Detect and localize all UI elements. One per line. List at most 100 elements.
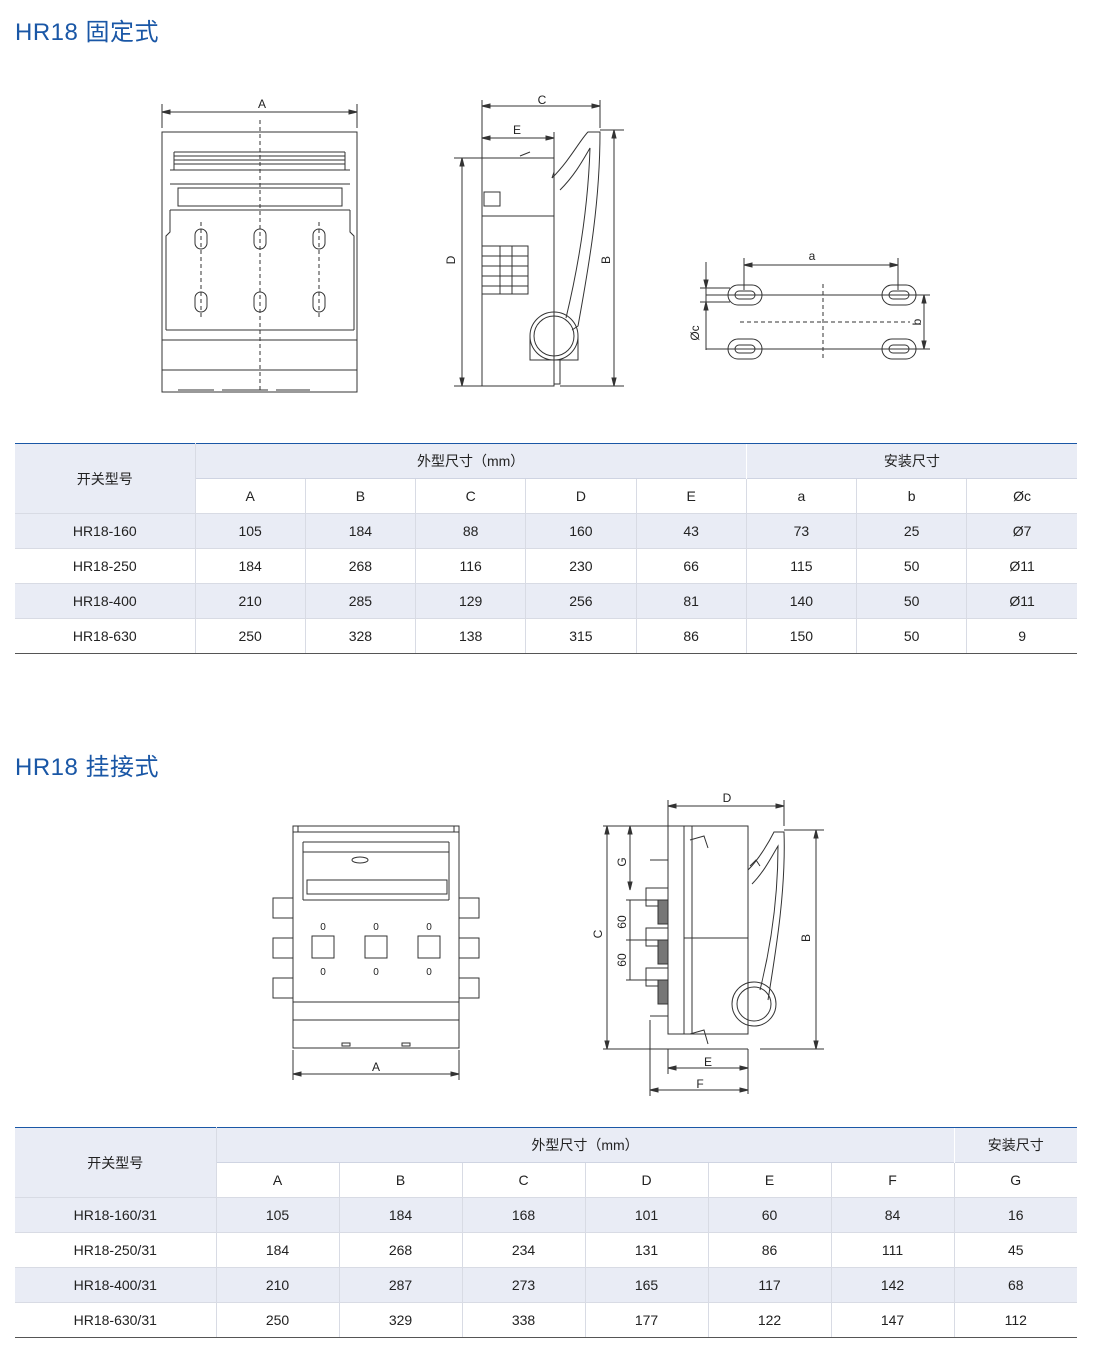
- table-cell: 165: [584, 1267, 708, 1303]
- table-cell: 111: [830, 1232, 954, 1268]
- dim-label-D: D: [444, 255, 458, 264]
- table-cell: 230: [525, 548, 636, 584]
- dim-label-G: G: [615, 857, 629, 866]
- table-cell: 184: [304, 513, 416, 549]
- table-row: HR18-250/31 184 268 234 131 86 111 45: [15, 1232, 1077, 1268]
- hole-mark: 0: [373, 922, 379, 933]
- table-cell: 210: [194, 583, 306, 619]
- dim-label-B: B: [599, 256, 613, 264]
- dim-label-B: B: [799, 934, 813, 942]
- table-cell: 268: [338, 1232, 462, 1268]
- mounting-holes-view: a b Øc: [688, 249, 930, 360]
- table-cell: 160: [525, 513, 636, 549]
- dim-label-E: E: [513, 123, 521, 137]
- table-cell: 285: [304, 583, 416, 619]
- table-cell: 43: [635, 513, 747, 549]
- table-cell: 66: [635, 548, 747, 584]
- hole-mark: 0: [426, 922, 432, 933]
- dim-label-b: b: [910, 318, 924, 325]
- dim-label-C: C: [538, 93, 547, 107]
- table-cell: 9: [966, 618, 1077, 654]
- table-cell: Ø7: [966, 513, 1077, 549]
- model-cell: HR18-400: [15, 583, 195, 619]
- mounting-dimensions-header: 安装尺寸: [953, 1127, 1077, 1163]
- table-cell: 273: [461, 1267, 585, 1303]
- front-view-hanging: 0 0 0 0 0 0 A: [272, 825, 480, 1080]
- table-cell: 138: [414, 618, 526, 654]
- table-cell: 16: [953, 1197, 1077, 1233]
- column-header: E: [635, 478, 747, 514]
- column-header: a: [745, 478, 857, 514]
- column-header: b: [855, 478, 967, 514]
- table-cell: 168: [461, 1197, 585, 1233]
- outer-dimensions-header: 外型尺寸（mm）: [194, 443, 747, 479]
- table-cell: 268: [304, 548, 416, 584]
- column-header: B: [338, 1162, 462, 1198]
- model-cell: HR18-160/31: [15, 1197, 216, 1233]
- table-cell: 122: [707, 1302, 831, 1338]
- hole-mark: 0: [320, 967, 326, 978]
- column-header: C: [414, 478, 526, 514]
- table-row: HR18-630 250 328 138 315 86 150 50 9: [15, 618, 1077, 654]
- table-cell: 234: [461, 1232, 585, 1268]
- column-header: A: [194, 478, 306, 514]
- table-cell: 105: [194, 513, 306, 549]
- hole-mark: 0: [373, 967, 379, 978]
- table-cell: 150: [745, 618, 857, 654]
- mounting-dimensions-header: 安装尺寸: [745, 443, 1077, 479]
- table-cell: Ø11: [966, 583, 1077, 619]
- table-cell: 184: [338, 1197, 462, 1233]
- table-cell: 84: [830, 1197, 954, 1233]
- side-view-fixed: C E D B: [444, 93, 624, 387]
- table-row: HR18-160/31 105 184 168 101 60 84 16: [15, 1197, 1077, 1233]
- table-cell: 60: [707, 1197, 831, 1233]
- table-cell: 329: [338, 1302, 462, 1338]
- dim-label-D: D: [723, 791, 732, 805]
- model-cell: HR18-250/31: [15, 1232, 216, 1268]
- column-header: D: [584, 1162, 708, 1198]
- table-cell: 184: [215, 1232, 339, 1268]
- table-cell: 68: [953, 1267, 1077, 1303]
- table-cell: 184: [194, 548, 306, 584]
- table-cell: 140: [745, 583, 857, 619]
- table-cell: 129: [414, 583, 526, 619]
- model-cell: HR18-250: [15, 548, 195, 584]
- hanging-type-drawing: 0 0 0 0 0 0 A D: [272, 791, 824, 1096]
- front-view-fixed: A: [161, 97, 358, 393]
- table-cell: 116: [414, 548, 526, 584]
- table-cell: 50: [855, 583, 967, 619]
- dim-label-C: C: [591, 929, 605, 938]
- hanging-type-spec-table: 开关型号 外型尺寸（mm） 安装尺寸 A B C D E F G HR18-16…: [15, 1127, 1077, 1338]
- table-row: HR18-250 184 268 116 230 66 115 50 Ø11: [15, 548, 1077, 584]
- table-cell: 101: [584, 1197, 708, 1233]
- column-header: A: [215, 1162, 339, 1198]
- table-cell: 142: [830, 1267, 954, 1303]
- fixed-type-drawing: A: [161, 93, 930, 393]
- table-cell: 45: [953, 1232, 1077, 1268]
- hole-mark: 0: [320, 922, 326, 933]
- section-title-hanging: HR18 挂接式: [15, 754, 160, 781]
- dim-label-F: F: [696, 1077, 703, 1091]
- table-cell: 250: [215, 1302, 339, 1338]
- section-title-fixed: HR18 固定式: [15, 19, 160, 46]
- model-cell: HR18-400/31: [15, 1267, 216, 1303]
- table-cell: 338: [461, 1302, 585, 1338]
- column-header: D: [525, 478, 636, 514]
- dim-label-E: E: [704, 1055, 712, 1069]
- table-cell: 25: [855, 513, 967, 549]
- model-cell: HR18-160: [15, 513, 195, 549]
- dim-label-A: A: [372, 1060, 380, 1074]
- table-cell: 86: [635, 618, 747, 654]
- table-cell: 86: [707, 1232, 831, 1268]
- model-header: 开关型号: [15, 1127, 217, 1198]
- table-cell: 256: [525, 583, 636, 619]
- table-cell: 105: [215, 1197, 339, 1233]
- table-cell: 88: [414, 513, 526, 549]
- column-header: G: [953, 1162, 1077, 1198]
- dim-label-60-upper: 60: [615, 915, 629, 929]
- table-cell: 315: [525, 618, 636, 654]
- table-cell: 328: [304, 618, 416, 654]
- outer-dimensions-header: 外型尺寸（mm）: [215, 1127, 954, 1163]
- table-cell: 131: [584, 1232, 708, 1268]
- hole-mark: 0: [426, 967, 432, 978]
